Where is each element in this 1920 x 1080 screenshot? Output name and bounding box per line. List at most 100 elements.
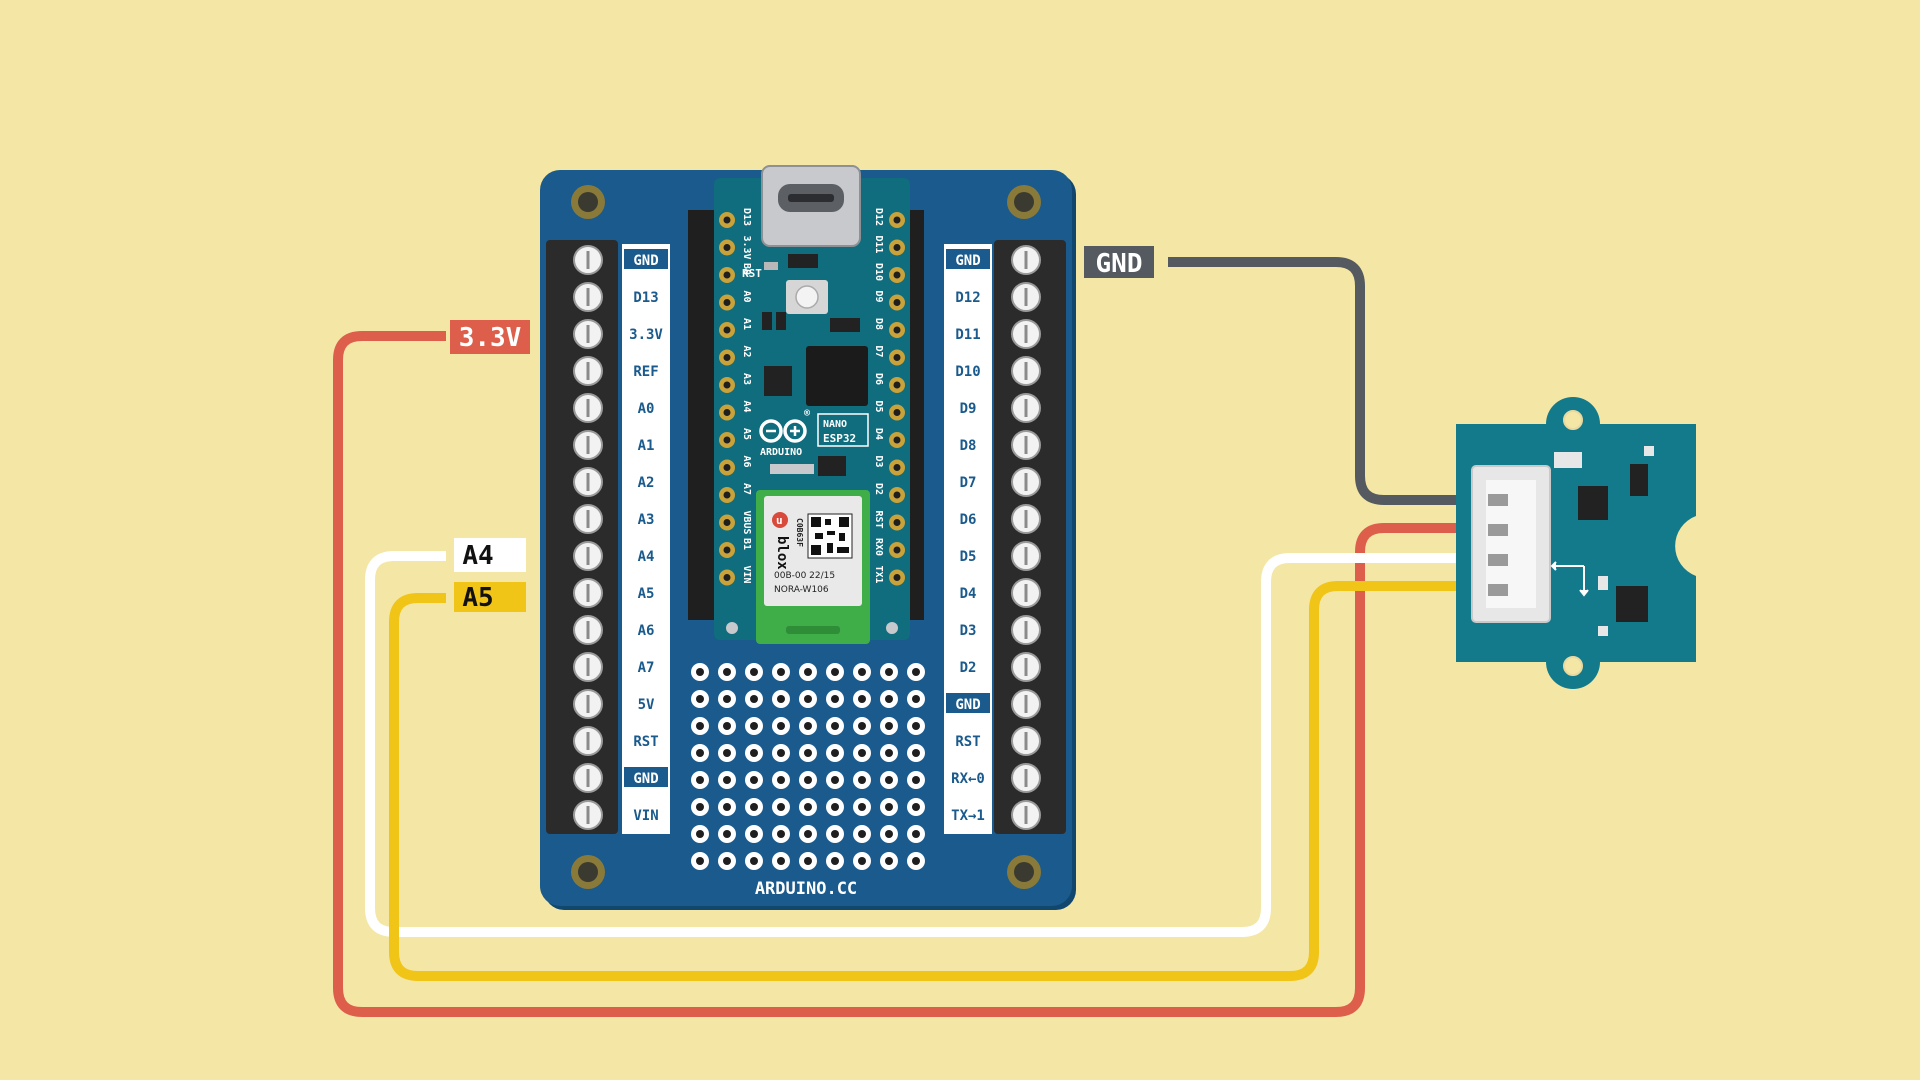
arduino-logo xyxy=(759,419,807,443)
nano-right-pin-label: RX0 xyxy=(873,538,884,556)
nano-left-pin-label: A7 xyxy=(741,483,752,495)
nano-left-pin-label: A5 xyxy=(741,428,752,440)
module-brand-u: u xyxy=(776,514,783,527)
right-pin-label: D2 xyxy=(960,660,977,676)
nano-right-pin-label: D4 xyxy=(873,428,884,440)
nano-model-line1: NANO xyxy=(823,419,847,430)
left-pin-label: 5V xyxy=(638,697,655,713)
left-pin-label: GND xyxy=(633,771,658,787)
screw-terminal-right[interactable] xyxy=(1011,467,1041,497)
nano-pin-pads xyxy=(719,212,905,586)
screw-terminal-right[interactable] xyxy=(1011,504,1041,534)
nano-right-pin-label: RST xyxy=(873,511,884,529)
screw-terminal-left[interactable] xyxy=(573,356,603,386)
label-3v3: 3.3V xyxy=(459,323,522,353)
screw-terminal-left[interactable] xyxy=(573,504,603,534)
nano-model-line2: ESP32 xyxy=(823,432,856,445)
grove-connector xyxy=(1471,465,1551,623)
right-pin-label: GND xyxy=(955,253,980,269)
module-line2: NORA-W106 xyxy=(774,585,829,595)
screw-terminal-left[interactable] xyxy=(573,245,603,275)
nano-right-pin-label: D3 xyxy=(873,456,884,468)
right-pin-label: D7 xyxy=(960,475,977,491)
screw-terminal-left[interactable] xyxy=(573,541,603,571)
right-pin-label: TX→1 xyxy=(951,808,985,824)
nano-rst-label: RST xyxy=(742,267,762,280)
left-pin-label: A5 xyxy=(638,586,655,602)
nano-right-pin-label: D5 xyxy=(873,401,884,413)
right-pin-label: RST xyxy=(955,734,980,750)
right-pin-label: RX←0 xyxy=(951,771,985,787)
nano-right-pin-label: D10 xyxy=(873,263,884,281)
wire-labels: 3.3V GND A4 A5 xyxy=(450,246,1154,613)
right-pin-label: D10 xyxy=(955,364,980,380)
left-pin-label: A4 xyxy=(638,549,655,565)
nano-left-pin-label: B1 xyxy=(741,538,752,550)
qr-code xyxy=(807,513,853,559)
screw-terminal-left[interactable] xyxy=(573,726,603,756)
nano-registered-mark: ® xyxy=(804,408,811,419)
gnd-tag xyxy=(624,767,668,787)
wire-gnd xyxy=(1168,257,1500,505)
screw-terminal-left[interactable] xyxy=(573,578,603,608)
right-label-strip xyxy=(944,244,992,834)
screw-terminal-left[interactable] xyxy=(573,689,603,719)
label-gnd: GND xyxy=(1096,249,1143,279)
screw-terminal-right[interactable] xyxy=(1011,800,1041,830)
screw-terminal-left[interactable] xyxy=(573,282,603,312)
left-pin-label: A3 xyxy=(638,512,655,528)
screw-terminal-right[interactable] xyxy=(1011,245,1041,275)
screw-terminal-left[interactable] xyxy=(573,393,603,423)
nano-right-pin-label: D2 xyxy=(873,483,884,495)
screw-terminal-right[interactable] xyxy=(1011,763,1041,793)
screw-terminal-left[interactable] xyxy=(573,319,603,349)
nano-left-pin-label: D13 xyxy=(741,208,752,226)
board-footer-text: ARDUINO.CC xyxy=(755,879,857,899)
screw-terminal-left[interactable] xyxy=(573,467,603,497)
reset-button[interactable] xyxy=(786,280,828,314)
accelerometer-chip xyxy=(1616,586,1648,622)
nano-left-pin-label: A4 xyxy=(741,401,752,413)
nora-w106-module: u blox C0B63F 00B-00 22/15 NORA-W106 xyxy=(756,490,870,644)
right-pin-label: D11 xyxy=(955,327,980,343)
screw-terminal-left[interactable] xyxy=(573,615,603,645)
nano-right-pin-label: D6 xyxy=(873,373,884,385)
right-pin-label: D5 xyxy=(960,549,977,565)
nano-left-pin-label: 3.3V xyxy=(741,236,752,260)
wire-a5 xyxy=(389,581,1500,981)
screw-terminal-left[interactable] xyxy=(573,652,603,682)
nano-right-pin-label: TX1 xyxy=(873,566,884,584)
screw-terminal-right[interactable] xyxy=(1011,430,1041,460)
nano-left-pin-label: A2 xyxy=(741,346,752,358)
screw-terminal-right[interactable] xyxy=(1011,319,1041,349)
sensor-chip xyxy=(1578,486,1608,520)
right-pin-label: D8 xyxy=(960,438,977,454)
screw-terminal-right[interactable] xyxy=(1011,726,1041,756)
screw-terminal-left[interactable] xyxy=(573,763,603,793)
screw-terminal-right[interactable] xyxy=(1011,393,1041,423)
left-screw-terminals xyxy=(573,245,603,830)
left-pin-label: A0 xyxy=(638,401,655,417)
screw-terminal-right[interactable] xyxy=(1011,652,1041,682)
left-label-strip xyxy=(622,244,670,834)
screw-terminal-left[interactable] xyxy=(573,430,603,460)
screw-terminal-right[interactable] xyxy=(1011,541,1041,571)
right-pin-label: D3 xyxy=(960,623,977,639)
right-pin-label: D9 xyxy=(960,401,977,417)
nano-right-pin-label: D11 xyxy=(873,236,884,254)
right-pin-label: D12 xyxy=(955,290,980,306)
screw-terminal-right[interactable] xyxy=(1011,689,1041,719)
screw-terminal-right[interactable] xyxy=(1011,282,1041,312)
screw-terminal-right[interactable] xyxy=(1011,578,1041,608)
nano-right-pin-label: D9 xyxy=(873,291,884,303)
axis-arrows-icon xyxy=(1550,561,1589,597)
nano-brand-label: ARDUINO xyxy=(760,447,802,458)
screw-terminal-right[interactable] xyxy=(1011,615,1041,645)
screw-terminal-left[interactable] xyxy=(573,800,603,830)
perfboard-grid xyxy=(691,663,925,870)
screw-terminal-right[interactable] xyxy=(1011,356,1041,386)
mount-holes xyxy=(571,185,1041,889)
right-pin-label: D6 xyxy=(960,512,977,528)
nano-right-pin-label: D12 xyxy=(873,208,884,226)
